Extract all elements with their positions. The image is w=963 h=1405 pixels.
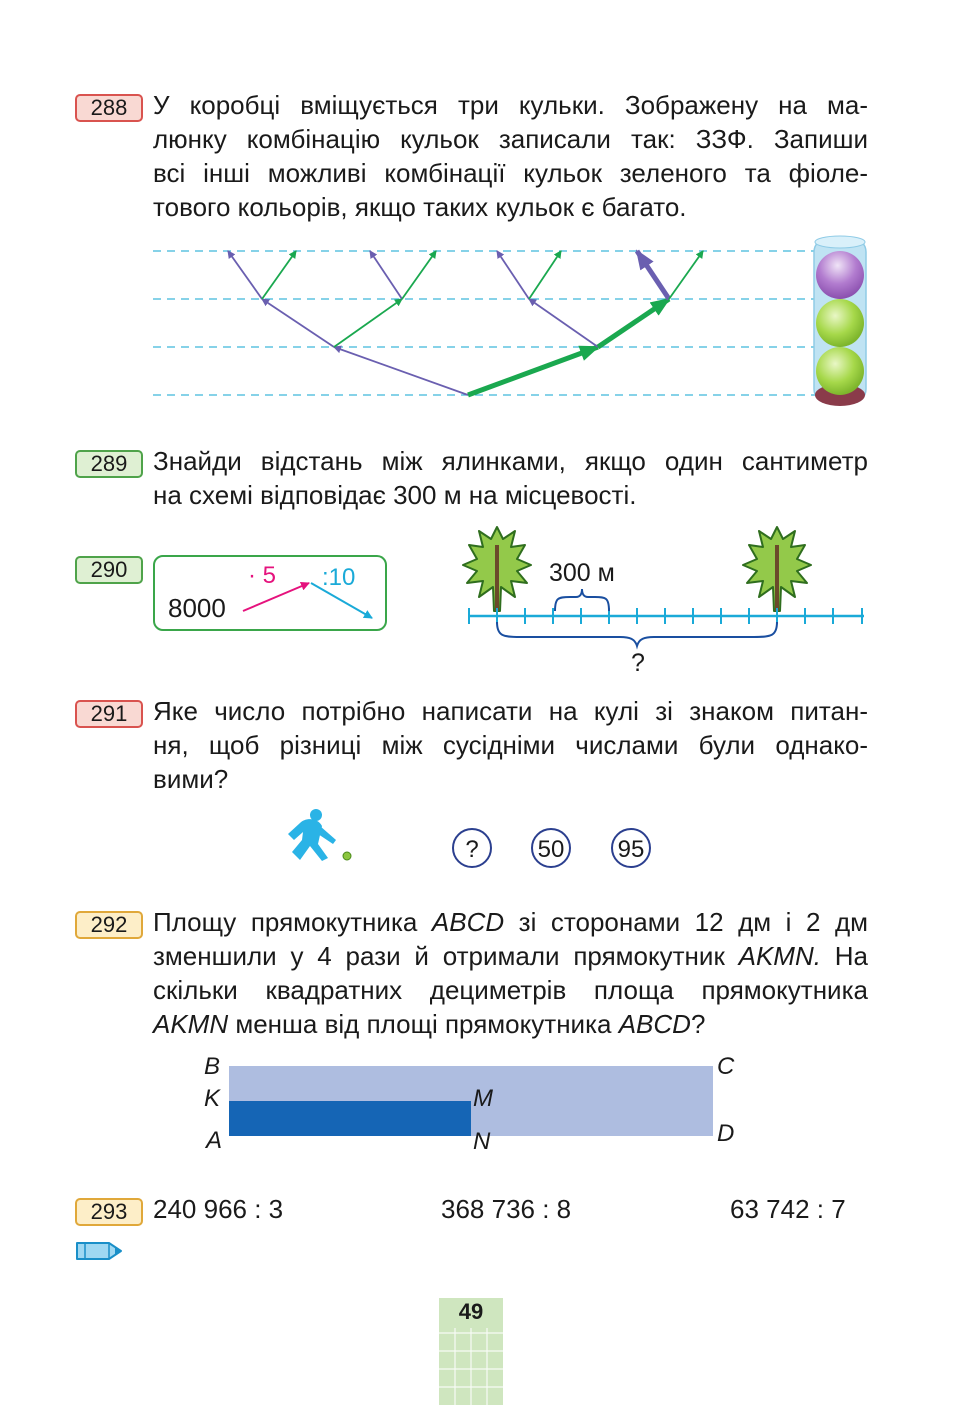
problem-number-291: 291	[75, 700, 143, 728]
problem-291-line: вими?	[153, 764, 229, 794]
distance-brace	[496, 621, 778, 650]
problem-292-line: Площу прямокутника ABCD зі сторонами 12 …	[153, 907, 869, 937]
tree-level-lines	[153, 250, 815, 396]
vertex-label: N	[473, 1128, 491, 1155]
tree-branch-green	[668, 250, 704, 300]
tree-branch-violet	[261, 298, 335, 348]
scale-label: 300 м	[549, 559, 615, 587]
problem-number-288: 288	[75, 94, 143, 122]
tree-branch-green-bold	[596, 296, 671, 350]
problem-292-line: зменшили у 4 рази й отримали прямокутник…	[153, 941, 868, 971]
problem-292-line: AKMN менша від площі прямокутника ABCD?	[153, 1009, 706, 1039]
division-expression: 240 966 : 3	[153, 1194, 284, 1224]
start-number: 8000	[168, 593, 226, 623]
divide-arrow	[310, 582, 373, 619]
vertex-label: A	[204, 1127, 222, 1154]
problem-288-line: всі інші можливі комбінації кульок зелен…	[153, 158, 868, 188]
green-ball	[816, 347, 864, 395]
bowler-figure-icon	[288, 809, 336, 861]
number-ball: 50	[531, 828, 571, 868]
page-number: 49	[458, 1299, 484, 1324]
problem-288-line: люнку комбінацію кульок записали так: ЗЗ…	[153, 124, 868, 154]
tree-branch-violet	[528, 298, 599, 348]
problem-288-line: тового кольорів, якщо таких кульок є баг…	[153, 192, 687, 222]
page-number-box: 49	[439, 1298, 503, 1405]
svg-text:50: 50	[538, 836, 565, 863]
tree-branch-violet-bold	[634, 249, 672, 301]
number-ball: 95	[611, 828, 651, 868]
vertex-label: K	[204, 1085, 221, 1112]
tree-branch-violet	[333, 345, 469, 396]
tree-branch-violet	[369, 250, 403, 300]
number-ball: ?	[452, 828, 492, 868]
scale-brace	[554, 588, 610, 612]
problem-291-line: ня, щоб різниці між сусідніми числами бу…	[153, 730, 868, 760]
operation-chain-frame	[153, 555, 387, 631]
vertex-label: C	[717, 1053, 735, 1080]
problem-292-line: скільки квадратних дециметрів площа прям…	[153, 975, 868, 1005]
fir-tree-right	[742, 526, 812, 612]
svg-text:95: 95	[618, 836, 645, 863]
violet-ball	[816, 251, 864, 299]
problem-288-line: У коробці вміщується три кульки. Зображе…	[153, 90, 868, 120]
small-ball-icon	[342, 851, 352, 861]
division-expression: 63 742 : 7	[730, 1194, 846, 1224]
vertex-label: D	[717, 1120, 734, 1147]
problem-291-line: Яке число потрібно написати на кулі зі з…	[153, 696, 868, 726]
fir-tree-left	[462, 526, 532, 612]
tree-branch-green	[401, 250, 437, 300]
multiply-operation: · 5	[248, 562, 276, 589]
problem-291-text: Яке число потрібно написати на кулі зі з…	[153, 694, 868, 796]
green-ball	[816, 299, 864, 347]
vertex-label: M	[473, 1085, 493, 1112]
rectangle-ABCD	[229, 1066, 713, 1136]
axis-ticks	[468, 608, 863, 624]
tree-branch-green-bold	[467, 344, 600, 398]
problem-289-text: Знайди відстань між ялинками, якщо один …	[153, 444, 868, 512]
pencil-icon	[76, 1242, 122, 1260]
svg-text:?: ?	[465, 836, 478, 863]
tree-branch-green	[528, 250, 562, 300]
problem-number-289: 289	[75, 450, 143, 478]
tree-branch-violet	[496, 250, 530, 300]
tree-branch-green	[261, 250, 297, 300]
problem-number-293: 293	[75, 1198, 143, 1226]
division-expression: 368 736 : 8	[441, 1194, 572, 1224]
ball-tube	[813, 235, 867, 406]
rectangle-AKMN	[229, 1101, 471, 1136]
problem-288-text: У коробці вміщується три кульки. Зображе…	[153, 88, 868, 224]
tree-branch-violet	[227, 250, 263, 300]
problem-number-292: 292	[75, 911, 143, 939]
vertex-label: B	[204, 1053, 220, 1080]
distance-question: ?	[631, 649, 645, 677]
problem-292-text: Площу прямокутника ABCD зі сторонами 12 …	[153, 905, 868, 1041]
multiply-arrow	[242, 581, 310, 612]
tree-branch-green	[333, 298, 403, 348]
problem-289-line: Знайди відстань між ялинками, якщо один …	[153, 446, 868, 476]
problem-number-290: 290	[75, 556, 143, 584]
divide-operation: :10	[322, 564, 355, 591]
problem-289-line: на схемі відповідає 300 м на місцевості.	[153, 480, 637, 510]
